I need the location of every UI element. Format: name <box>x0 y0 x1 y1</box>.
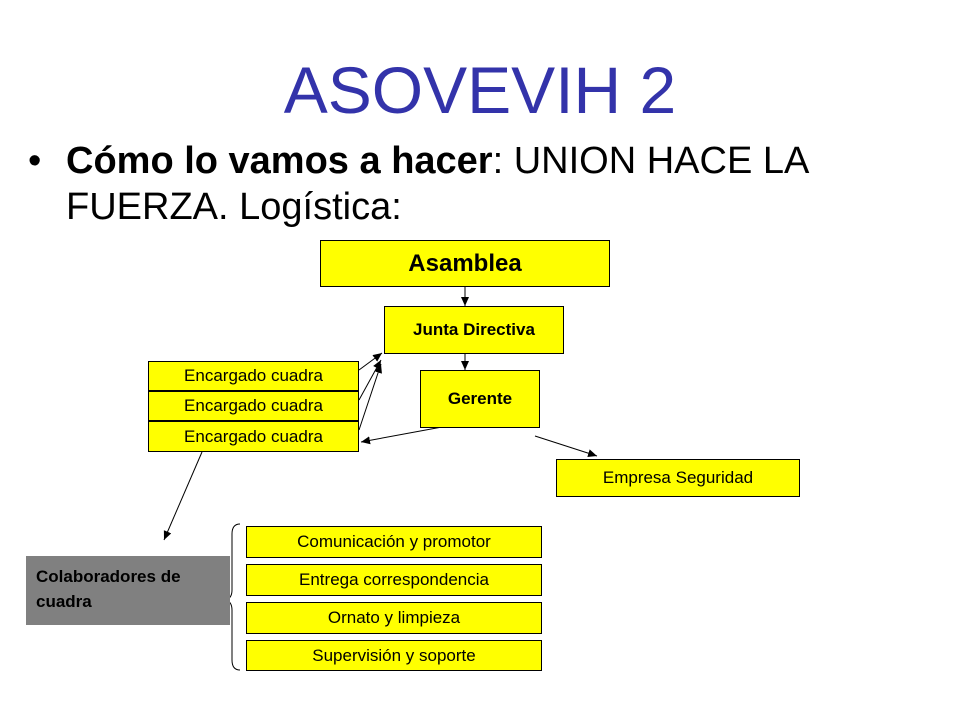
arrow-encargado2-junta <box>358 359 382 401</box>
slide-title: ASOVEVIH 2 <box>283 53 677 127</box>
asamblea-box: Asamblea <box>320 240 610 287</box>
tarea-box-3: Ornato y limpieza <box>246 602 542 634</box>
tarea-box-2: Entrega correspondencia <box>246 564 542 596</box>
arrow-encargado-colaboradores <box>163 451 203 541</box>
encargado-cuadra-box-2: Encargado cuadra <box>148 391 359 421</box>
tarea-box-1: Comunicación y promotor <box>246 526 542 558</box>
bullet-lead: Cómo lo vamos a hacer <box>66 140 493 182</box>
bullet-rest: : UNION HACE LA FUERZA. Logística: <box>66 140 808 228</box>
arrow-gerente-empresa <box>534 435 598 458</box>
arrow-encargado1-junta <box>358 352 383 371</box>
bullet-dot-icon: • <box>28 140 42 182</box>
gerente-box: Gerente <box>420 370 540 428</box>
junta-directiva-box: Junta Directiva <box>384 306 564 354</box>
arrow-gerente-encargado <box>360 426 443 445</box>
bullet-text: Cómo lo vamos a hacer: UNION HACE LA FUE… <box>66 138 926 230</box>
encargado-cuadra-box-1: Encargado cuadra <box>148 361 359 391</box>
empresa-seguridad-box: Empresa Seguridad <box>556 459 800 497</box>
tarea-box-4: Supervisión y soporte <box>246 640 542 671</box>
colaboradores-box: Colaboradores de cuadra <box>26 556 230 625</box>
arrow-encargado3-junta <box>358 363 382 431</box>
encargado-cuadra-box-3: Encargado cuadra <box>148 421 359 452</box>
